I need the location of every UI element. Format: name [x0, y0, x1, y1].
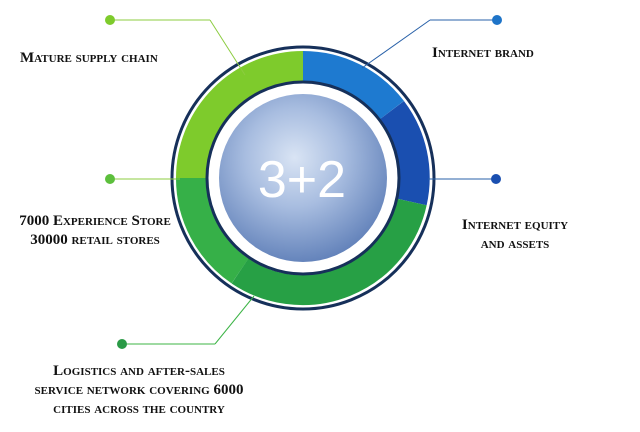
connector-logistics-diag [214, 295, 255, 345]
label-internet-equity: Internet equity and assets [461, 217, 569, 252]
label-internet-brand: Internet brand [432, 45, 534, 61]
center-sphere [219, 94, 387, 262]
inner-navy-ring [205, 80, 401, 276]
label-stores: 7000 Experience Store 30000 retail store… [19, 213, 171, 248]
dot-supply-chain [105, 15, 115, 25]
center-text: 3+2 [258, 151, 346, 209]
outer-ring [170, 45, 436, 311]
segment-stores [175, 177, 249, 284]
dot-internet-brand [492, 15, 502, 25]
label-logistics: Logistics and after-sales service networ… [34, 363, 244, 417]
dot-equity [491, 174, 501, 184]
segment-internet-brand [302, 51, 404, 120]
dot-stores [105, 174, 115, 184]
segment-internet-equity [379, 100, 430, 206]
dot-logistics [117, 339, 127, 349]
segment-logistics [231, 198, 427, 306]
connector-supply-chain-diag [209, 19, 246, 76]
connector-internet-brand-diag [361, 19, 431, 69]
segment-supply-chain [176, 51, 304, 179]
label-supply-chain: Mature supply chain [20, 50, 158, 66]
